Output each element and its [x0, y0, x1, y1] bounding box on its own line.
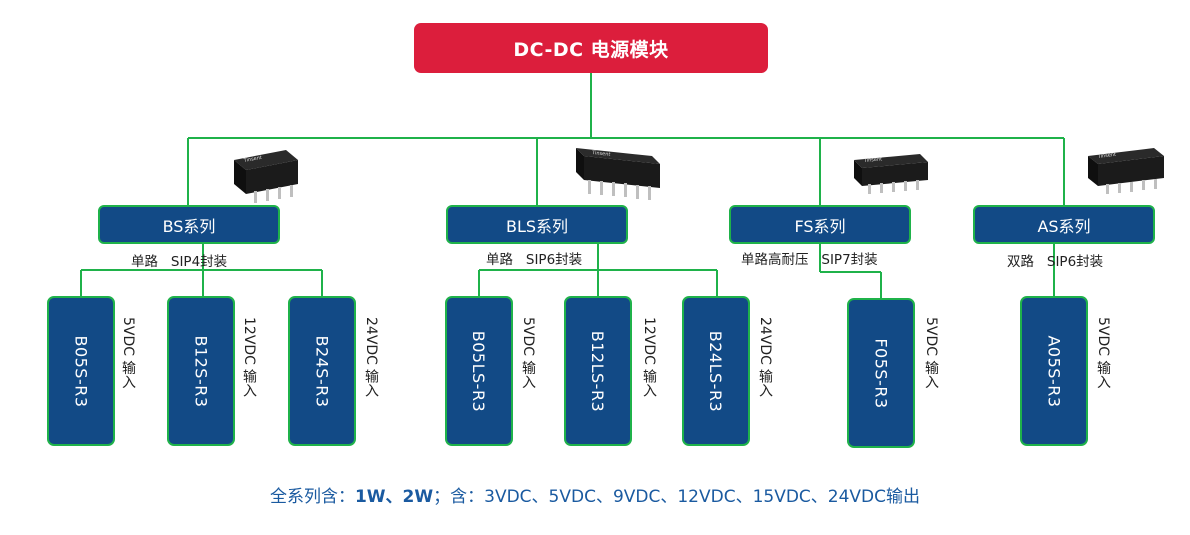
model-name: B24LS-R3 [706, 330, 726, 412]
svg-text:Tinsent: Tinsent [591, 150, 611, 158]
model-box: B24S-R3 [288, 296, 356, 446]
series-as-label: AS系列 [1037, 216, 1091, 236]
series-bls: BLS系列 [446, 205, 628, 244]
root-node: DC-DC 电源模块 [414, 23, 768, 73]
series-as: AS系列 [973, 205, 1155, 244]
model-name: B24S-R3 [312, 334, 332, 408]
model-box: F05S-R3 [847, 298, 915, 448]
footer-note: 全系列含：1W、2W；含：3VDC、5VDC、9VDC、12VDC、15VDC、… [0, 482, 1190, 507]
series-bs: BS系列 [98, 205, 280, 244]
sip6-module-image: Tinsent [576, 148, 660, 200]
model-name: B05S-R3 [71, 334, 91, 408]
model-box: B12S-R3 [167, 296, 235, 446]
model-input-label: 5VDC 输入 [520, 317, 536, 389]
series-bs-label: BS系列 [162, 216, 216, 236]
model-input-label: 12VDC 输入 [641, 317, 657, 398]
series-bls-package: 单路 SIP6封装 [486, 252, 583, 268]
svg-text:Tinsent: Tinsent [242, 155, 262, 164]
model-input-label: 5VDC 输入 [1095, 317, 1111, 389]
model-input-label: 5VDC 输入 [923, 317, 939, 389]
model-name: A05S-R3 [1044, 334, 1064, 408]
svg-text:Tinsent: Tinsent [863, 156, 883, 164]
sip7-module-image: Tinsent [854, 154, 928, 194]
dual-sip6-module-image: Tinsent [1088, 148, 1164, 194]
root-title: DC-DC 电源模块 [513, 38, 669, 61]
svg-text:Tinsent: Tinsent [1097, 152, 1117, 160]
footer-prefix: 全系列含： [269, 487, 355, 507]
model-box: B05S-R3 [47, 296, 115, 446]
model-box: A05S-R3 [1020, 296, 1088, 446]
model-input-label: 24VDC 输入 [757, 317, 773, 398]
model-name: B12LS-R3 [588, 330, 608, 412]
series-as-package: 双路 SIP6封装 [1007, 254, 1104, 270]
footer-power: 1W、2W [354, 487, 434, 507]
model-input-label: 5VDC 输入 [120, 317, 136, 389]
model-name: B05LS-R3 [469, 330, 489, 412]
series-fs-package: 单路高耐压 SIP7封装 [741, 252, 878, 268]
series-bs-package: 单路 SIP4封装 [131, 254, 228, 270]
sip4-module-image: Tinsent [234, 150, 298, 203]
series-fs: FS系列 [729, 205, 911, 244]
model-box: B12LS-R3 [564, 296, 632, 446]
model-box: B24LS-R3 [682, 296, 750, 446]
model-input-label: 24VDC 输入 [363, 317, 379, 398]
model-input-label: 12VDC 输入 [241, 317, 257, 398]
footer-suffix: ；含：3VDC、5VDC、9VDC、12VDC、15VDC、24VDC输出 [433, 487, 921, 507]
series-bls-label: BLS系列 [505, 216, 569, 236]
series-fs-label: FS系列 [794, 216, 846, 236]
model-name: B12S-R3 [191, 334, 211, 408]
model-box: B05LS-R3 [445, 296, 513, 446]
model-name: F05S-R3 [871, 337, 891, 409]
